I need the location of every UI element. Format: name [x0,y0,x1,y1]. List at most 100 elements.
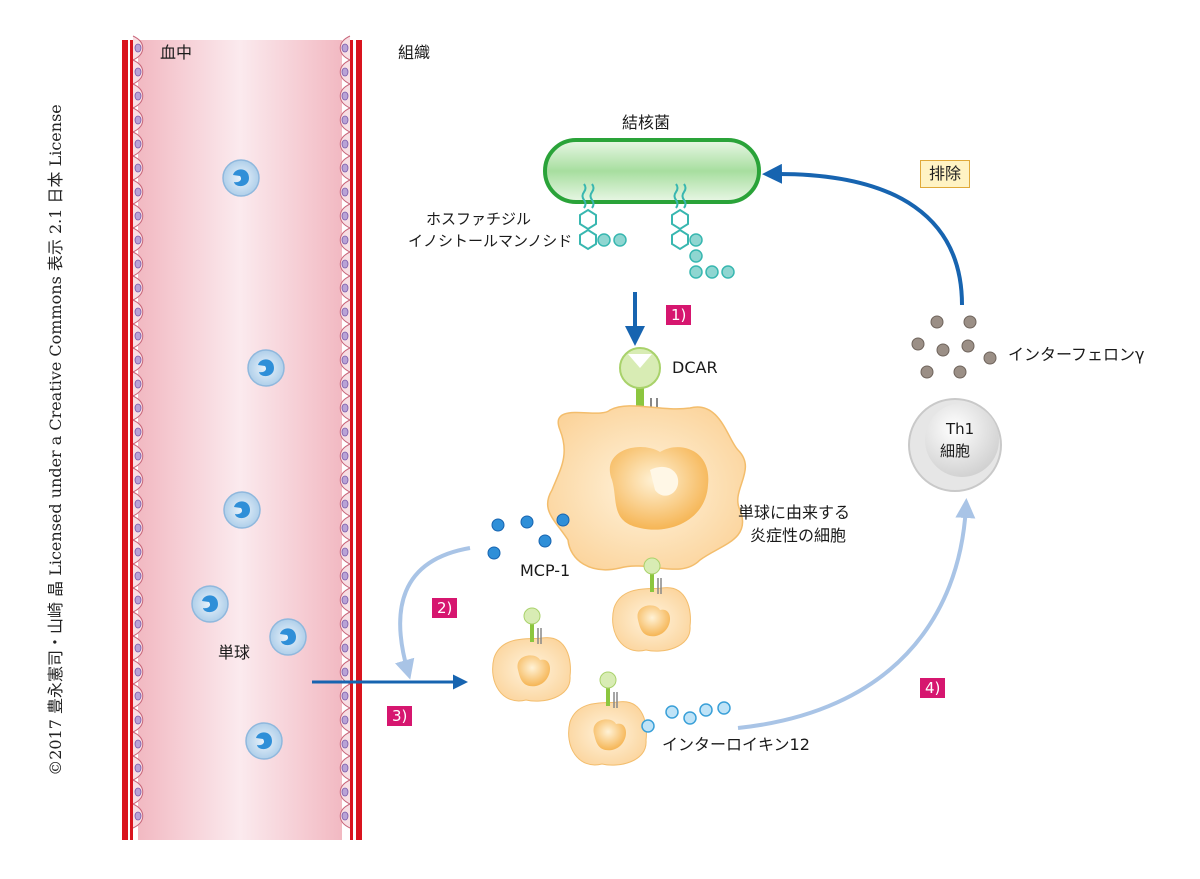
dcar-head [599,671,617,689]
endothelial-nucleus [134,67,142,77]
dcar-stalk [650,570,654,592]
mannose [689,233,703,247]
endothelial-nucleus [341,475,349,485]
ifn-dot [961,339,975,353]
endothelial-nucleus [341,163,349,173]
endothelial-nucleus [134,691,142,701]
endothelial-nucleus [134,571,142,581]
endothelial-nucleus [341,763,349,773]
recruited-cell-nucleus [637,605,671,637]
recruited-cell [612,557,691,652]
dcar-stalk [636,380,644,430]
il12-dot [665,705,679,719]
endothelial-nucleus [341,451,349,461]
label-elimination: 排除 [920,160,971,188]
recruited-cell-nucleus [593,719,627,751]
endothelial-nucleus [134,547,142,557]
endothelial-nucleus [134,643,142,653]
vessel-wall-left-inner [130,40,133,840]
step-badge-4: 4) [920,678,946,698]
endothelial-nucleus [134,139,142,149]
vessel-wall-right-inner [350,40,353,840]
endothelial-nucleus [341,355,349,365]
pim-molecule [671,183,735,279]
endothelial-nucleus [134,43,142,53]
copyright-notice: ©2017 豊永憲司・山崎 晶 Licensed under a Creativ… [46,104,65,776]
recruited-cell [568,671,647,766]
monocyte-nucleus [234,501,250,519]
monocyte [223,491,261,529]
lipid-tail [681,183,687,209]
mcp1-dot [520,515,534,529]
endothelial-nucleus [341,571,349,581]
endothelial-nucleus [341,379,349,389]
endothelial-nucleus [341,547,349,557]
endothelial-nucleus [341,811,349,821]
endothelial-nucleus [341,211,349,221]
il12-dot [717,701,731,715]
monocyte [247,349,285,387]
endothelial-nucleus [134,307,142,317]
label-tissue: 組織 [398,43,431,62]
glycerol-ring [671,208,689,231]
endothelial-nucleus [341,403,349,413]
step-badge-2: 2) [432,598,458,618]
endothelial-nucleus [341,139,349,149]
inositol-ring [579,228,597,251]
inositol-ring [671,228,689,251]
label-il12: インターロイキン12 [662,735,810,754]
endothelial-nucleus [341,619,349,629]
label-pim-2: イノシトールマンノシド [408,232,573,250]
endothelial-nucleus [134,259,142,269]
monocyte [269,618,307,656]
pim-molecule [579,183,627,251]
glycerol-ring [579,208,597,231]
th1-cell [908,398,1002,492]
endothelial-nucleus [134,499,142,509]
monocyte [191,585,229,623]
endothelial-nucleus [134,475,142,485]
ifn-gamma-dots [911,315,997,379]
monocytes-in-blood [191,159,307,760]
endothelium-right [339,35,351,829]
mcp1-dot [491,518,505,532]
endothelial-nucleus [134,91,142,101]
vessel-wall-right-outer [356,40,362,840]
mannose [705,265,719,279]
mcp1-dot [556,513,570,527]
endothelial-nucleus [134,403,142,413]
endothelial-nucleus [134,811,142,821]
il12-dot [641,719,655,733]
il12-dot [699,703,713,717]
ifn-dot [930,315,944,329]
monocyte-nucleus [258,359,274,377]
endothelial-nucleus [341,67,349,77]
dcar-stalk [606,684,610,706]
endothelial-nucleus [341,691,349,701]
label-blood: 血中 [160,43,193,62]
endothelial-nucleus [341,427,349,437]
endothelial-nucleus [341,115,349,125]
nucleus-highlight [650,466,679,496]
endothelial-nucleus [134,331,142,341]
recruited-cell [492,607,571,702]
step-badge-1: 1) [666,305,692,325]
inflammatory-cell-main [546,405,747,571]
label-ifn-gamma: インターフェロンγ [1008,345,1145,364]
endothelial-nucleus [134,283,142,293]
endothelial-nucleus [341,787,349,797]
mcp1-dot [487,546,501,560]
endothelial-nucleus [134,595,142,605]
mannose [689,265,703,279]
mycobacterium [543,138,761,204]
endothelial-nucleus [341,739,349,749]
monocyte-nucleus [202,595,218,613]
label-bacterium: 結核菌 [622,113,671,132]
mannose [597,233,611,247]
label-inflammatory-1: 単球に由来する [738,503,851,522]
lipid-tail [589,183,595,209]
lipid-tail [581,183,587,209]
monocyte-nucleus [256,732,272,750]
monocyte [222,159,260,197]
